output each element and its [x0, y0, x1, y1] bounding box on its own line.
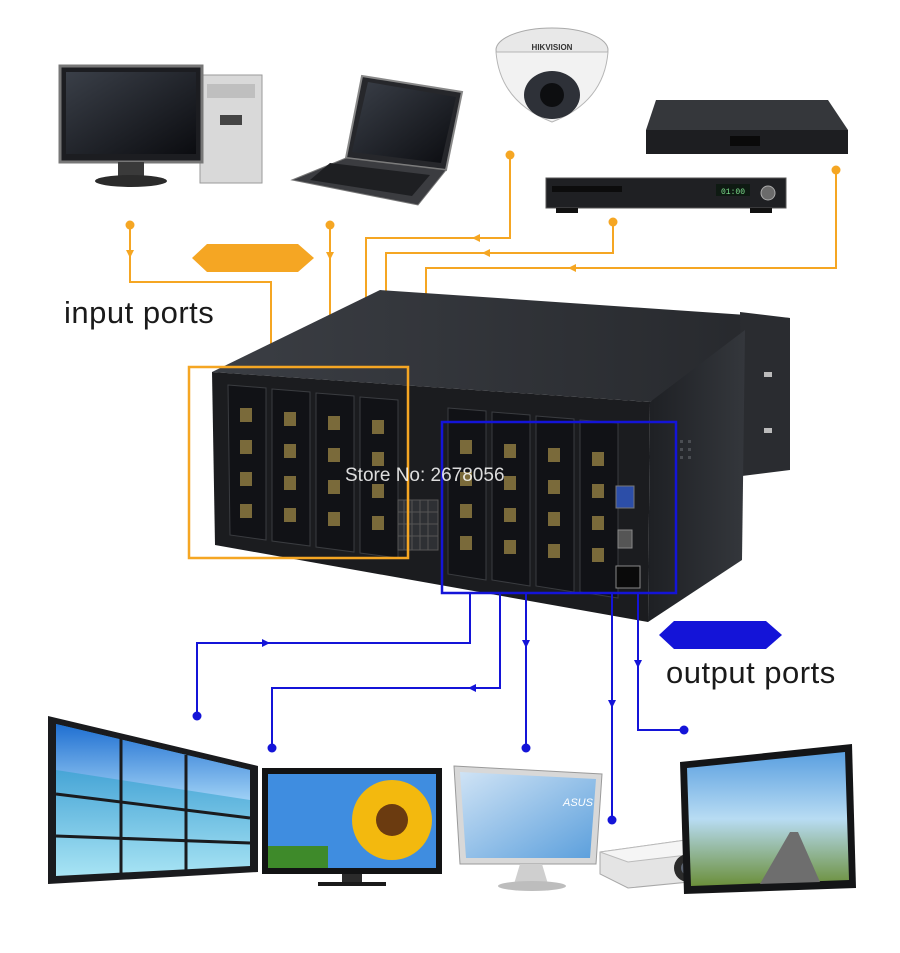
laptop-icon [290, 74, 464, 206]
input-wiring-arrows [126, 234, 576, 272]
desktop-pc-icon [58, 64, 263, 187]
output-wiring-dots [192, 711, 689, 825]
store-watermark: Store No: 2678056 [345, 465, 505, 486]
monitor-brand: ASUS [562, 797, 594, 809]
input-ports-label: input ports [64, 295, 215, 330]
output-ports-label: output ports [666, 655, 836, 690]
set-top-box-icon [646, 100, 848, 154]
output-wiring [196, 593, 684, 820]
output-wiring-arrows [262, 639, 642, 708]
input-badge [192, 244, 314, 272]
sunflower-monitor-icon [262, 768, 442, 886]
input-wiring-dots [125, 150, 841, 230]
output-badge [659, 621, 782, 649]
dome-camera-icon: HIKVISION [495, 27, 609, 123]
output-ports-frame [440, 420, 678, 595]
input-ports-frame [187, 365, 410, 560]
asus-monitor-icon: ASUS [453, 765, 603, 891]
dvd-display: 01:00 [721, 188, 745, 197]
video-wall-icon [48, 716, 258, 884]
camera-brand: HIKVISION [532, 43, 573, 52]
dvd-player-icon: 01:00 [545, 177, 787, 213]
matrix-switcher-chassis [212, 290, 790, 622]
road-monitor-icon [680, 744, 856, 894]
